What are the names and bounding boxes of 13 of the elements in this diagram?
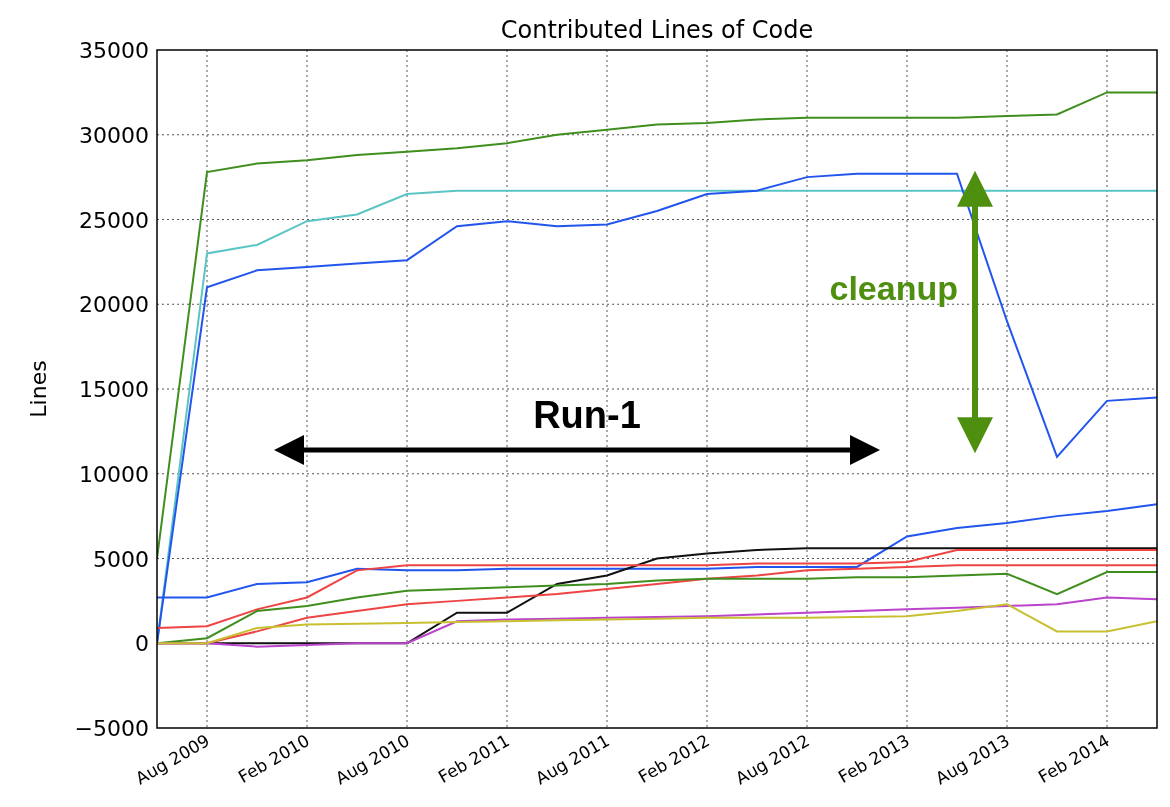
annotation-label: Run-1	[533, 394, 641, 436]
axis-tick-label: 10000	[79, 461, 149, 487]
axis-tick-label: 25000	[79, 207, 149, 233]
axis-tick-label: 30000	[79, 122, 149, 148]
annotation-label: cleanup	[829, 269, 958, 307]
axis-tick-label: 20000	[79, 292, 149, 318]
axis-tick-label: −5000	[74, 716, 149, 741]
chart-title: Contributed Lines of Code	[500, 16, 814, 44]
axis-tick-label: 5000	[93, 546, 149, 572]
axis-tick-label: 15000	[79, 377, 149, 402]
axis-tick-label: 0	[135, 631, 149, 657]
axis-title: Lines	[26, 360, 51, 418]
axis-tick-label: 35000	[79, 38, 149, 63]
